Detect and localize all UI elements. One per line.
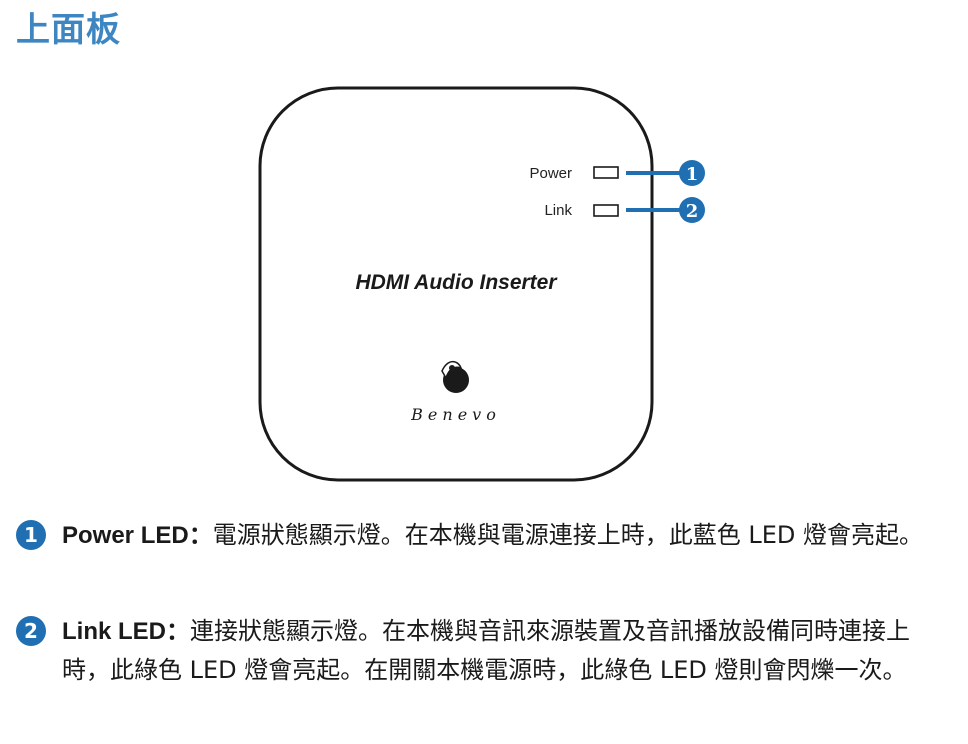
link-led-description: 2 Link LED：連接狀態顯示燈。在本機與音訊來源裝置及音訊播放設備同時連接… bbox=[16, 612, 956, 689]
benevo-logo-icon bbox=[441, 360, 469, 393]
product-name: HDMI Audio Inserter bbox=[355, 271, 558, 294]
link-led-text: 連接狀態顯示燈。在本機與音訊來源裝置及音訊播放設備同時連接上時，此綠色 LED … bbox=[62, 617, 911, 684]
power-led-label: Power bbox=[529, 165, 572, 182]
link-led-label: Link bbox=[544, 202, 572, 219]
link-led-callout-number: 2 bbox=[686, 201, 699, 222]
page-title: 上面板 bbox=[16, 10, 121, 50]
power-led-description: 1 Power LED：電源狀態顯示燈。在本機與電源連接上時，此藍色 LED 燈… bbox=[16, 516, 946, 555]
link-led-callout-badge bbox=[679, 197, 705, 223]
link-led-term: Link LED： bbox=[62, 618, 191, 645]
power-led-text: 電源狀態顯示燈。在本機與電源連接上時，此藍色 LED 燈會亮起。 bbox=[212, 521, 923, 549]
brand-name: Benevo bbox=[410, 405, 501, 424]
device-outline bbox=[258, 86, 654, 482]
device-top-panel-diagram: Power 1 Link 2 HDMI Audio Inserter Benev… bbox=[258, 86, 705, 482]
power-led-term: Power LED： bbox=[62, 522, 213, 549]
power-led-callout-badge bbox=[679, 160, 705, 186]
power-led-number-badge: 1 bbox=[16, 520, 46, 550]
link-led-number-badge: 2 bbox=[16, 616, 46, 646]
power-led-indicator bbox=[593, 166, 619, 179]
power-led-callout-number: 1 bbox=[686, 164, 699, 185]
link-led-indicator bbox=[593, 204, 619, 217]
